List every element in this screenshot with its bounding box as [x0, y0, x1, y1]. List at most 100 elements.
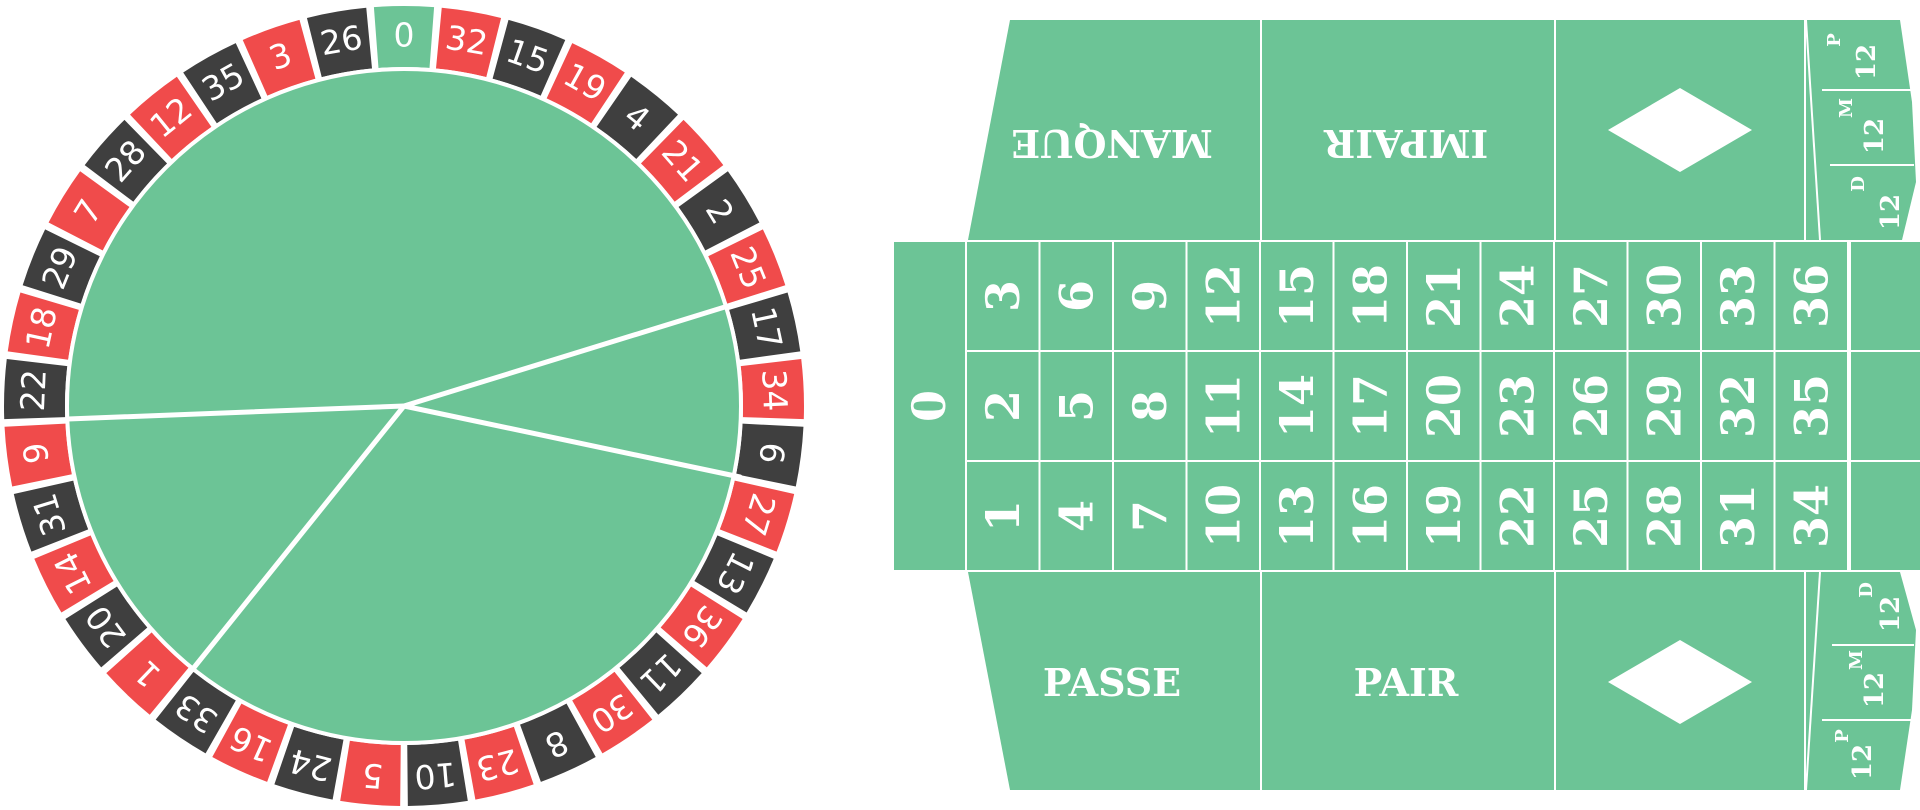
- number-cell-label: 7: [1123, 500, 1177, 532]
- number-cell[interactable]: [1334, 462, 1407, 570]
- wheel-pocket-number: 0: [394, 16, 415, 55]
- wheel-pocket: [464, 726, 534, 800]
- column-bet-bottom[interactable]: [1851, 462, 1920, 570]
- wheel-pocket: [619, 632, 702, 715]
- number-cell[interactable]: [1481, 352, 1554, 460]
- number-cell[interactable]: [1187, 242, 1260, 350]
- number-cell-label: 20: [1417, 374, 1471, 438]
- diamond-icon: [1608, 640, 1752, 724]
- number-cell[interactable]: [1408, 242, 1480, 350]
- number-cell[interactable]: [1481, 462, 1554, 570]
- dozen-letter: D: [1856, 582, 1877, 598]
- column-bet-middle[interactable]: [1851, 352, 1920, 460]
- number-cell[interactable]: [1702, 242, 1774, 350]
- number-cell[interactable]: [1775, 352, 1848, 460]
- number-cell-label: 9: [1123, 280, 1177, 312]
- number-cell[interactable]: [1334, 352, 1407, 460]
- number-cell-label: 17: [1343, 374, 1397, 438]
- wheel-pocket: [740, 359, 804, 420]
- number-cell-label: 16: [1343, 484, 1397, 548]
- wheel-pocket: [546, 43, 625, 124]
- bet-manque[interactable]: [968, 20, 1260, 240]
- number-cell-label: 11: [1196, 374, 1250, 438]
- number-cell[interactable]: [1555, 462, 1627, 570]
- number-cell-label: 5: [1049, 390, 1103, 422]
- number-cell[interactable]: [967, 462, 1039, 570]
- number-cell-label: 3: [976, 280, 1030, 312]
- dozen-letter: D: [1848, 176, 1869, 192]
- wheel-spoke: [401, 303, 731, 409]
- number-cell[interactable]: [1040, 462, 1113, 570]
- wheel-pocket: [4, 423, 72, 487]
- column-bet-top[interactable]: [1851, 242, 1920, 350]
- number-cell-label: 35: [1784, 374, 1838, 438]
- wheel-pocket: [106, 632, 189, 715]
- number-cell-label: 8: [1123, 390, 1177, 422]
- dozens-top[interactable]: [1806, 20, 1916, 240]
- wheel-pocket: [183, 43, 262, 124]
- number-cell-label: 6: [1049, 280, 1103, 312]
- number-cell[interactable]: [1775, 462, 1848, 570]
- number-cell[interactable]: [1555, 352, 1627, 460]
- number-cell[interactable]: [1408, 352, 1480, 460]
- wheel-pocket: [694, 535, 774, 613]
- bet-pair[interactable]: [1262, 572, 1554, 790]
- number-cell[interactable]: [1261, 352, 1333, 460]
- number-cell[interactable]: [1187, 352, 1260, 460]
- dozens-bottom[interactable]: [1806, 572, 1916, 790]
- number-cell-label: 13: [1270, 484, 1324, 548]
- number-cell[interactable]: [1628, 462, 1701, 570]
- number-cell[interactable]: [1555, 242, 1627, 350]
- bet-passe[interactable]: [968, 572, 1260, 790]
- number-cell[interactable]: [1040, 352, 1113, 460]
- wheel-pocket: [572, 671, 653, 754]
- dozen-number: 12: [1876, 194, 1906, 230]
- wheel-pocket-number: 17: [743, 303, 790, 352]
- wheel-pocket-number: 9: [15, 440, 56, 466]
- wheel-pocket: [13, 480, 89, 552]
- number-cell[interactable]: [1628, 352, 1701, 460]
- number-cell[interactable]: [1775, 242, 1848, 350]
- number-cell-label: 24: [1490, 264, 1544, 328]
- wheel-pocket: [340, 740, 401, 806]
- number-cell[interactable]: [1702, 462, 1774, 570]
- number-cell-label: 36: [1784, 264, 1838, 328]
- number-cell[interactable]: [967, 352, 1039, 460]
- wheel-pocket: [660, 586, 743, 668]
- label-manque: MANQUE: [1011, 121, 1213, 166]
- wheel-pocket-number: 5: [360, 755, 384, 796]
- number-cell[interactable]: [1114, 352, 1186, 460]
- number-cell-label: 28: [1637, 484, 1691, 548]
- bet-zero-cell[interactable]: [894, 242, 965, 570]
- dozen-letter: M: [1836, 98, 1857, 118]
- number-cell-label: 14: [1270, 374, 1324, 438]
- wheel-pocket: [596, 76, 678, 160]
- wheel-pocket: [212, 703, 289, 782]
- number-cell[interactable]: [967, 242, 1039, 350]
- number-cell[interactable]: [1481, 242, 1554, 350]
- number-cell[interactable]: [1628, 242, 1701, 350]
- number-cell-label: 18: [1343, 264, 1397, 328]
- wheel-pocket-number: 6: [751, 440, 792, 466]
- number-cell[interactable]: [1261, 462, 1333, 570]
- bet-impair[interactable]: [1262, 20, 1554, 240]
- number-cell[interactable]: [1261, 242, 1333, 350]
- number-cell[interactable]: [1114, 462, 1186, 570]
- number-cell[interactable]: [1408, 462, 1480, 570]
- number-cell[interactable]: [1040, 242, 1113, 350]
- number-cell[interactable]: [1334, 242, 1407, 350]
- number-cell-label: 27: [1564, 264, 1618, 328]
- wheel-pocket: [48, 171, 130, 251]
- wheel-spoke: [401, 403, 743, 480]
- wheel-pocket: [34, 535, 114, 613]
- number-cell-label: 10: [1196, 484, 1250, 548]
- wheel-pocket: [130, 76, 212, 160]
- number-cell-label: 31: [1711, 484, 1765, 548]
- number-cell[interactable]: [1187, 462, 1260, 570]
- number-cell[interactable]: [1114, 242, 1186, 350]
- wheel-pocket: [4, 359, 68, 420]
- number-cell[interactable]: [1702, 352, 1774, 460]
